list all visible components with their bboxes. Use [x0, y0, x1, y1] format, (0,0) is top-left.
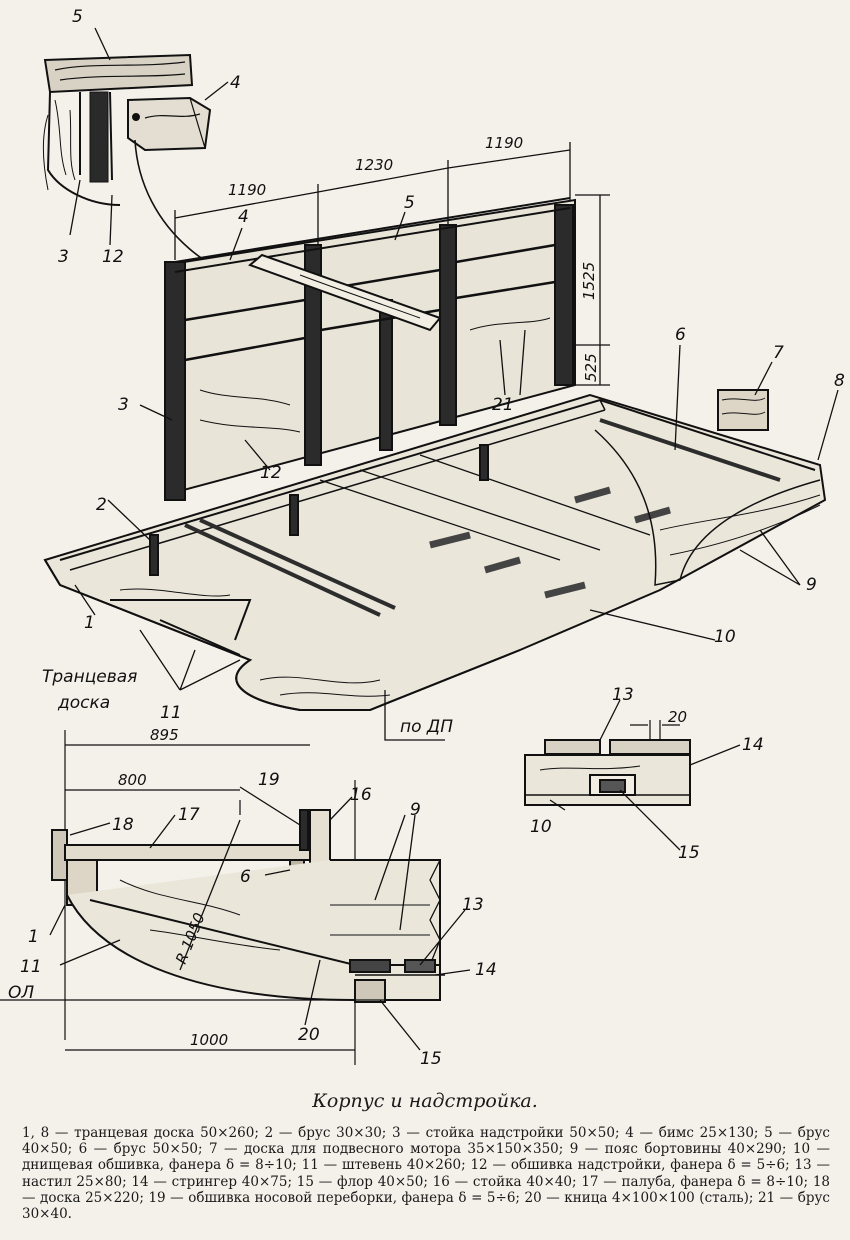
label-14-section: 14 — [742, 735, 764, 755]
label-4: 4 — [238, 207, 249, 227]
hull — [43, 389, 827, 741]
label-16: 16 — [350, 785, 372, 805]
label-9-side: 9 — [410, 800, 421, 820]
label-12: 12 — [260, 463, 282, 483]
label-5: 5 — [404, 193, 415, 213]
label-13-side: 13 — [462, 895, 484, 915]
label-3-inset: 3 — [58, 247, 69, 267]
detail-inset — [42, 53, 301, 291]
label-13-section: 13 — [612, 685, 634, 705]
label-6-side: 6 — [240, 867, 251, 887]
dim-800: 800 — [118, 771, 147, 789]
label-21: 21 — [492, 395, 514, 415]
label-2: 2 — [96, 495, 107, 515]
label-20: 20 — [298, 1025, 320, 1045]
label-10: 10 — [714, 627, 736, 647]
transom-label-line1: Транцевая — [42, 667, 137, 687]
label-4-inset: 4 — [230, 73, 241, 93]
label-11-side: 11 — [20, 957, 42, 977]
label-18: 18 — [112, 815, 134, 835]
label-17: 17 — [178, 805, 200, 825]
dim-1190-right: 1190 — [485, 134, 523, 152]
label-5-inset: 5 — [72, 7, 83, 27]
label-19: 19 — [258, 770, 280, 790]
side-view-labels: 895 800 1000 20 R 1050 ОЛ 18 17 19 16 6 … — [8, 685, 764, 1069]
dp-label: по ДП — [400, 717, 453, 737]
caption-title: Корпус и надстройка. — [312, 1090, 538, 1112]
side-leaders — [49, 786, 471, 1051]
label-1-side: 1 — [28, 927, 39, 947]
superstructure — [164, 197, 576, 501]
dim-20: 20 — [668, 708, 687, 726]
dim-525: 525 — [582, 353, 600, 382]
label-8: 8 — [834, 371, 845, 391]
label-11: 11 — [160, 703, 182, 723]
dim-1525: 1525 — [580, 262, 598, 300]
label-7: 7 — [773, 343, 784, 363]
label-3: 3 — [118, 395, 129, 415]
section-detail — [524, 699, 741, 851]
dim-1190-left: 1190 — [228, 181, 266, 199]
transom-label-line2: доска — [57, 693, 110, 713]
label-10-section: 10 — [530, 817, 552, 837]
label-15-section: 15 — [678, 843, 700, 863]
label-1: 1 — [84, 613, 95, 633]
top-leaders — [69, 27, 839, 691]
dim-895: 895 — [150, 726, 179, 744]
dim-1000: 1000 — [190, 1031, 228, 1049]
top-dimensions — [174, 142, 610, 386]
label-9: 9 — [806, 575, 817, 595]
label-14-side: 14 — [475, 960, 497, 980]
side-view — [0, 730, 445, 1065]
top-view-labels: 1190 1230 1190 1525 525 5 4 3 12 4 5 3 1… — [42, 7, 845, 737]
label-15-side: 15 — [420, 1049, 442, 1069]
hull-drawing: 1190 1230 1190 1525 525 5 4 3 12 4 5 3 1… — [0, 7, 845, 1069]
label-12-inset: 12 — [102, 247, 124, 267]
ol-label: ОЛ — [8, 983, 34, 1003]
dim-1230: 1230 — [355, 156, 393, 174]
caption-legend: 1, 8 — транцевая доска 50×260; 2 — брус … — [22, 1125, 830, 1223]
label-6: 6 — [675, 325, 686, 345]
